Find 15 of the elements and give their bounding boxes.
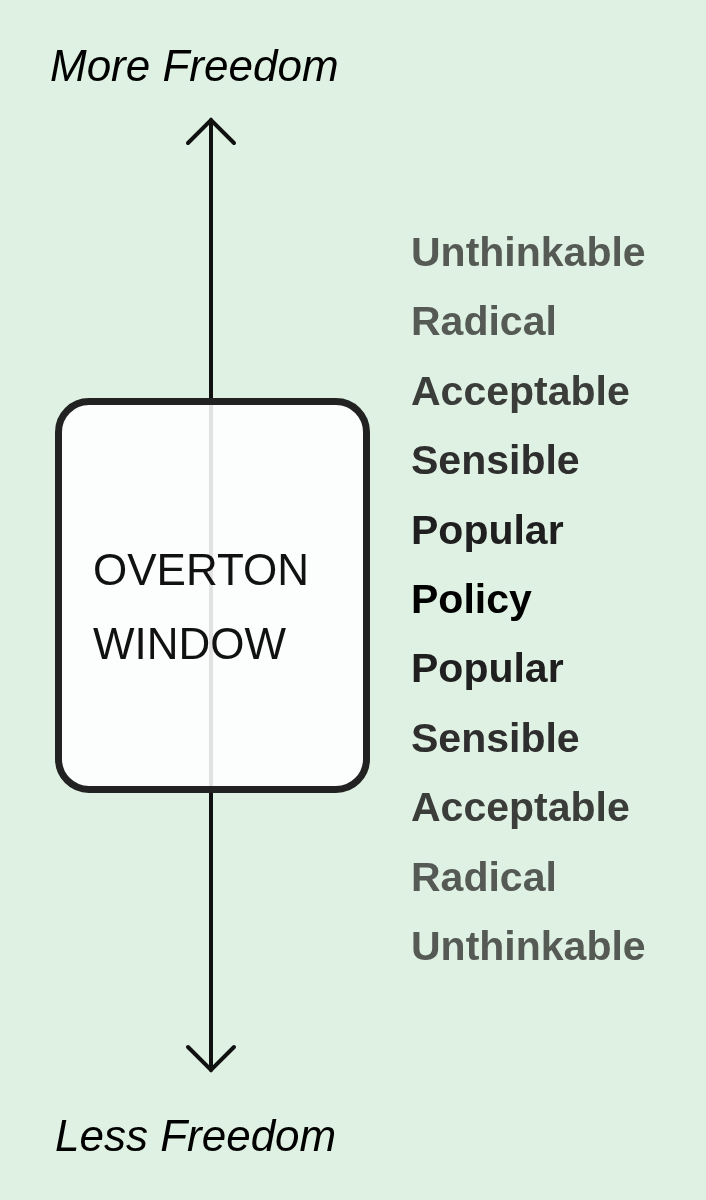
- axis-label: More Freedom: [50, 44, 339, 88]
- scale-label: Sensible: [411, 440, 580, 482]
- scale-label: Unthinkable: [411, 232, 646, 273]
- scale-label: Popular: [411, 509, 564, 551]
- scale-label: Radical: [411, 856, 557, 898]
- scale-label: Popular: [411, 648, 564, 690]
- axis-label: Less Freedom: [55, 1114, 337, 1158]
- scale-label: Policy: [411, 579, 532, 620]
- window-title: OVERTON WINDOW: [93, 544, 310, 670]
- scale-label: Radical: [411, 301, 557, 343]
- window-box: [55, 398, 370, 793]
- scale-label: Unthinkable: [411, 926, 646, 967]
- scale-label: Sensible: [411, 717, 580, 759]
- scale-label: Acceptable: [411, 787, 630, 829]
- scale-label: Acceptable: [411, 370, 630, 412]
